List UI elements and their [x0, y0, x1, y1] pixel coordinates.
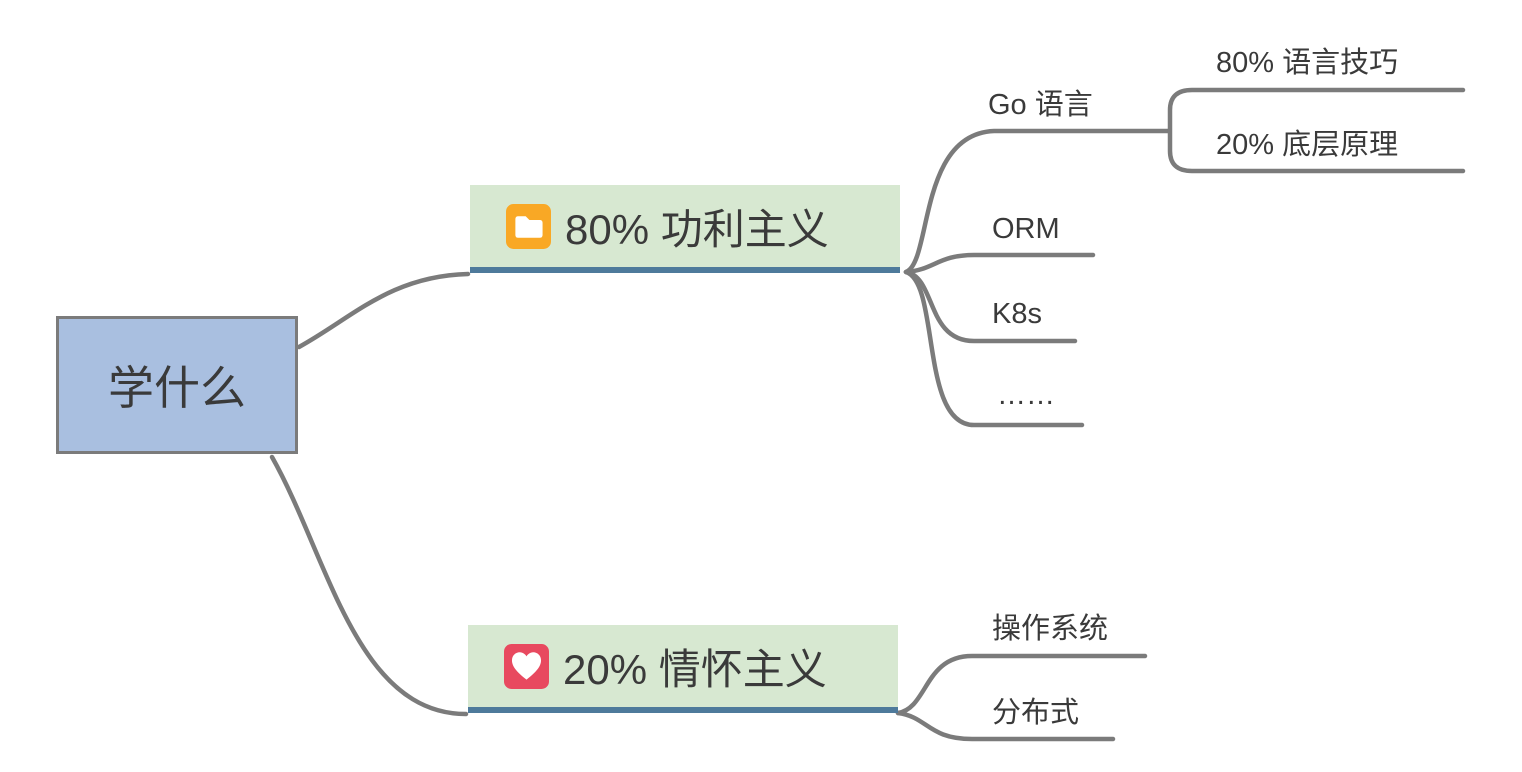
leaf-node-lang-skill[interactable]: 80% 语言技巧: [1216, 47, 1399, 79]
connector-utilitarian-orm: [903, 252, 1096, 275]
branch-node-label: 20% 情怀主义: [563, 645, 827, 693]
branch-node-utilitarian[interactable]: 80% 功利主义: [470, 185, 900, 273]
connector-sentimental-distributed: [895, 710, 1116, 742]
leaf-node-go[interactable]: Go 语言: [988, 89, 1093, 121]
folder-icon: [506, 203, 551, 249]
branch-node-label: 80% 功利主义: [565, 205, 829, 253]
leaf-node-distributed[interactable]: 分布式: [992, 697, 1080, 729]
leaf-node-os[interactable]: 操作系统: [992, 613, 1109, 645]
leaf-node-principles[interactable]: 20% 底层原理: [1216, 129, 1399, 161]
root-node-label: 学什么: [108, 362, 246, 414]
branch-node-sentimental[interactable]: 20% 情怀主义: [468, 625, 898, 713]
heart-icon: [504, 643, 549, 689]
connector-go-children-bracket: [1167, 87, 1466, 174]
connector-root-utilitarian: [296, 271, 471, 350]
root-node[interactable]: 学什么: [56, 316, 298, 454]
connector-utilitarian-k8s: [903, 269, 1078, 344]
connector-utilitarian-more: [903, 269, 1085, 428]
connector-sentimental-os: [895, 653, 1148, 716]
leaf-node-more[interactable]: ……: [997, 379, 1055, 411]
leaf-node-orm[interactable]: ORM: [992, 213, 1060, 245]
connector-utilitarian-go: [903, 128, 1171, 275]
connector-root-sentimental: [269, 454, 469, 717]
leaf-node-k8s[interactable]: K8s: [992, 298, 1042, 330]
